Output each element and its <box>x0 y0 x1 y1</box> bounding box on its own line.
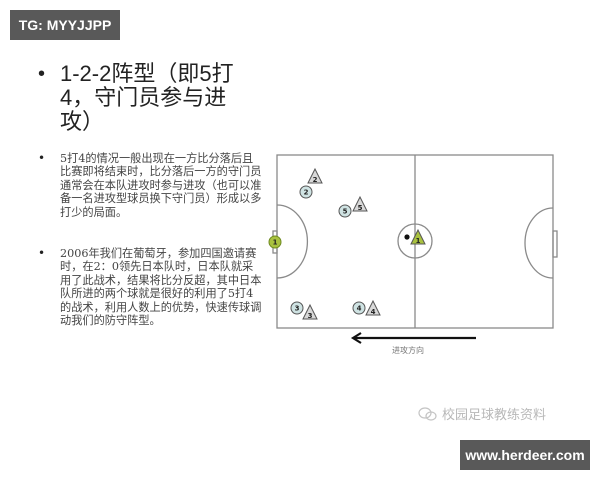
svg-text:1: 1 <box>416 237 421 245</box>
wechat-icon <box>418 406 437 421</box>
site-badge: www.herdeer.com <box>460 440 590 470</box>
bullet: • <box>38 63 46 85</box>
ball-icon <box>404 234 410 240</box>
defender-1: 1 <box>410 228 426 245</box>
defender-2: 2 <box>307 167 323 184</box>
center-circle <box>397 223 433 259</box>
paragraph-2: • 2006年我们在葡萄牙，参加四国邀请赛时，在2：0领先日本队时，日本队就采用… <box>38 246 263 328</box>
defender-4: 4 <box>365 299 381 316</box>
title-text: 1-2-2阵型（即5打4，守门员参与进攻） <box>60 61 234 134</box>
svg-text:5: 5 <box>358 204 363 212</box>
defender-3: 3 <box>302 303 318 320</box>
svg-text:4: 4 <box>357 305 362 313</box>
svg-text:2: 2 <box>304 189 309 197</box>
svg-text:1: 1 <box>273 239 278 247</box>
left-penalty-arc <box>276 204 308 279</box>
bullet: • <box>38 151 46 165</box>
svg-text:2: 2 <box>313 176 318 184</box>
attacker-3: 3 <box>290 301 304 315</box>
right-penalty-arc <box>524 207 554 279</box>
bullet: • <box>38 246 46 260</box>
paragraph-text: 2006年我们在葡萄牙，参加四国邀请赛时，在2：0领先日本队时，日本队就采用了此… <box>60 247 262 328</box>
attack-direction-label: 进攻方向 <box>392 346 424 355</box>
defender-5: 5 <box>352 195 368 212</box>
attacker-4: 4 <box>352 301 366 315</box>
svg-text:3: 3 <box>295 305 300 313</box>
right-goal <box>552 230 558 258</box>
watermark-text: 校园足球教练资料 <box>442 408 547 423</box>
attacker-1-goalkeeper: 1 <box>268 235 282 249</box>
tg-badge: TG: MYYJJPP <box>10 10 120 40</box>
svg-text:5: 5 <box>343 208 348 216</box>
paragraph-text: 5打4的情况一般出现在一方比分落后且比赛即将结束时，比分落后一方的守门员通常会在… <box>60 152 262 219</box>
svg-text:4: 4 <box>371 308 376 316</box>
paragraph-1: • 5打4的情况一般出现在一方比分落后且比赛即将结束时，比分落后一方的守门员通常… <box>38 151 263 219</box>
watermark: 校园足球教练资料 <box>418 404 546 423</box>
svg-text:3: 3 <box>308 312 313 320</box>
attacker-5: 5 <box>338 204 352 218</box>
attacker-2: 2 <box>299 185 313 199</box>
slide-title: • 1-2-2阵型（即5打4，守门员参与进攻） <box>38 62 238 134</box>
attack-direction-arrow-icon <box>350 332 476 344</box>
